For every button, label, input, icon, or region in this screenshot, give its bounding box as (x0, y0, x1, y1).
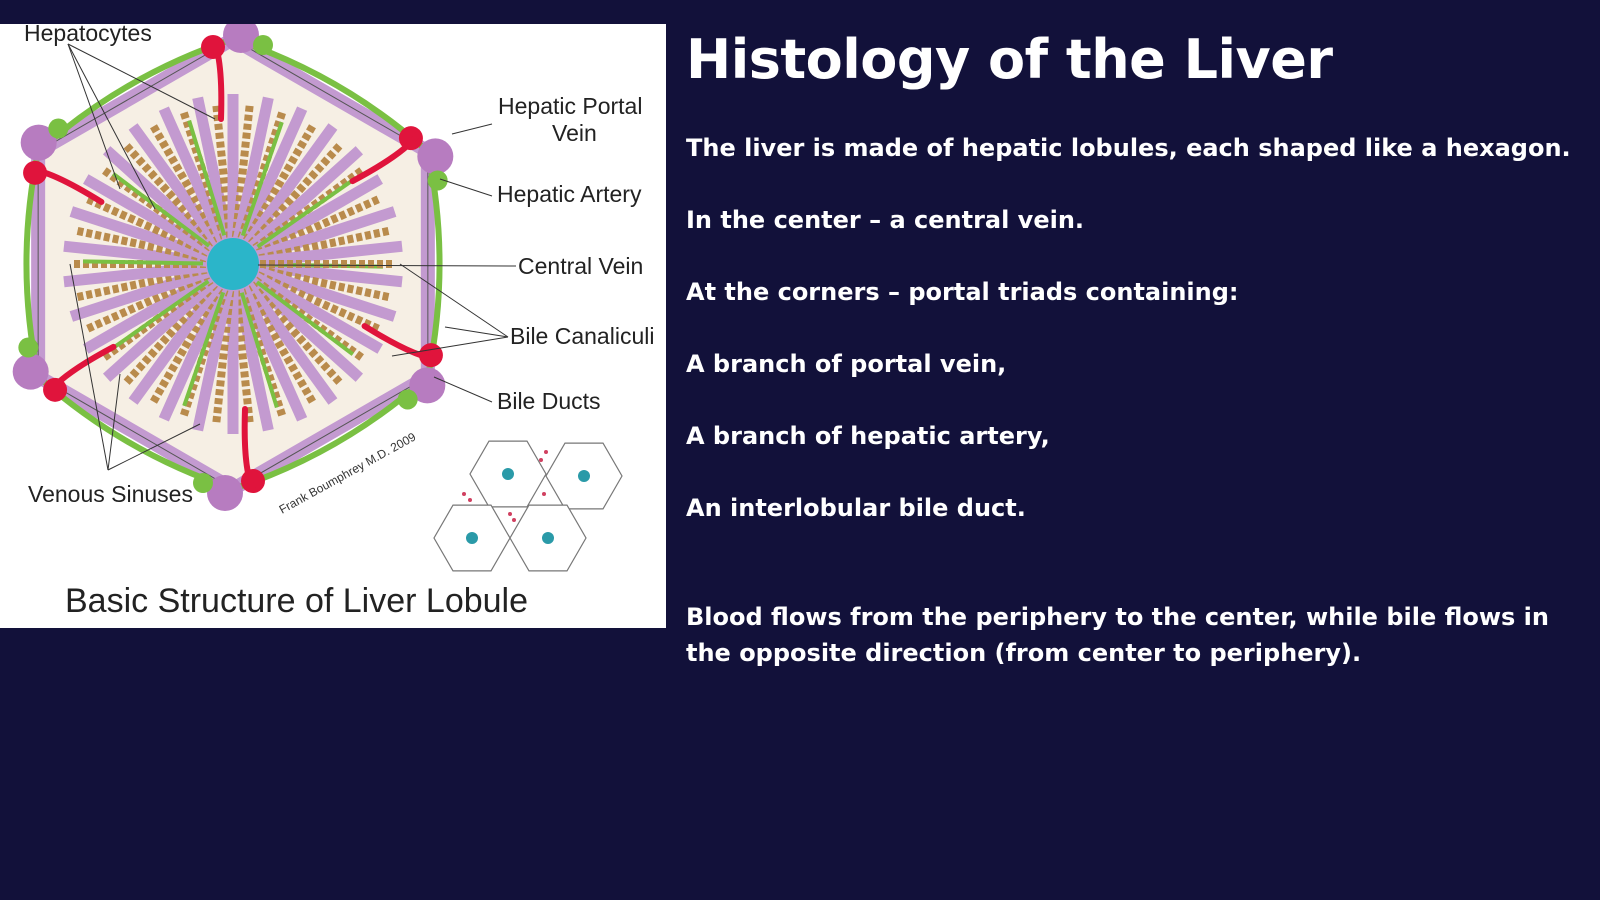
portal-vein-circle (12, 353, 49, 390)
liver-lobule-svg: Hepatocytes Hepatic Portal Vein Hepatic … (12, 24, 654, 620)
arterial-branch (349, 131, 421, 185)
liver-lobule-diagram: Hepatocytes Hepatic Portal Vein Hepatic … (0, 24, 666, 628)
bile-canaliculus (108, 279, 210, 352)
inset-central-vein (578, 470, 590, 482)
lobule-structure (12, 24, 454, 511)
label-hepatic-artery: Hepatic Artery (497, 181, 642, 207)
arterial-branch (241, 406, 256, 492)
inset-portal-dot (508, 512, 512, 516)
arterial-branch (45, 343, 117, 397)
line-portal-triads: At the corners – portal triads containin… (686, 278, 1239, 306)
inset-central-vein (502, 468, 514, 480)
inset-portal-dot (539, 458, 543, 462)
label-bile-canaliculi: Bile Canaliculi (510, 323, 654, 349)
bile-duct-circle (397, 389, 418, 410)
bile-duct-circle (193, 473, 213, 493)
inset-portal-dot (544, 450, 548, 454)
arterial-branch (210, 36, 225, 122)
inset-portal-dot (468, 498, 472, 502)
line-hepatic-lobules: The liver is made of hepatic lobules, ea… (686, 134, 1571, 162)
hexagon-cluster-inset (433, 440, 623, 572)
central-vein-circle (207, 238, 259, 290)
arterial-branch (361, 323, 441, 363)
bile-canaliculus (182, 291, 226, 407)
bile-canaliculus (240, 121, 284, 237)
label-hepatocytes: Hepatocytes (24, 24, 152, 46)
bile-duct-circle (427, 170, 448, 191)
line-central-vein: In the center – a central vein. (686, 206, 1085, 234)
bile-duct-circle (18, 337, 39, 358)
bile-canaliculus (256, 176, 358, 249)
portal-vein-circle (20, 124, 57, 161)
portal-vein-circle (207, 475, 243, 511)
leader-lines (67, 43, 517, 471)
inset-portal-dot (512, 518, 516, 522)
line-bile-duct: An interlobular bile duct. (686, 494, 1026, 522)
label-hepatic-portal-vein-line2: Vein (552, 120, 597, 146)
hepatocyte-cord (231, 260, 383, 334)
bile-canaliculus (255, 280, 354, 356)
portal-vein-circle (223, 24, 259, 53)
line-hepatic-artery-branch: A branch of hepatic artery, (686, 422, 1050, 450)
arterial-branch (25, 165, 105, 205)
inset-central-vein (542, 532, 554, 544)
label-central-vein: Central Vein (518, 253, 643, 279)
bile-canaliculus (112, 172, 211, 248)
bile-duct-circle (253, 35, 273, 55)
figure-caption: Basic Structure of Liver Lobule (65, 582, 528, 620)
inset-central-vein (466, 532, 478, 544)
portal-vein-circle (409, 367, 446, 404)
bile-duct-circle (48, 118, 69, 139)
bile-canaliculus (187, 119, 227, 236)
label-venous-sinuses: Venous Sinuses (28, 481, 193, 507)
bile-canaliculus (82, 259, 204, 266)
blood-flow-paragraph: Blood flows from the periphery to the ce… (686, 603, 1549, 667)
label-bile-ducts: Bile Ducts (497, 388, 601, 414)
hepatocyte-cord (231, 194, 383, 268)
inset-portal-dot (462, 492, 466, 496)
slide-title: Histology of the Liver (686, 28, 1333, 91)
line-portal-vein-branch: A branch of portal vein, (686, 350, 1007, 378)
portal-vein-circle (417, 138, 454, 175)
inset-portal-dot (542, 492, 546, 496)
bile-canaliculus (239, 292, 279, 409)
label-hepatic-portal-vein: Hepatic Portal (498, 93, 642, 119)
